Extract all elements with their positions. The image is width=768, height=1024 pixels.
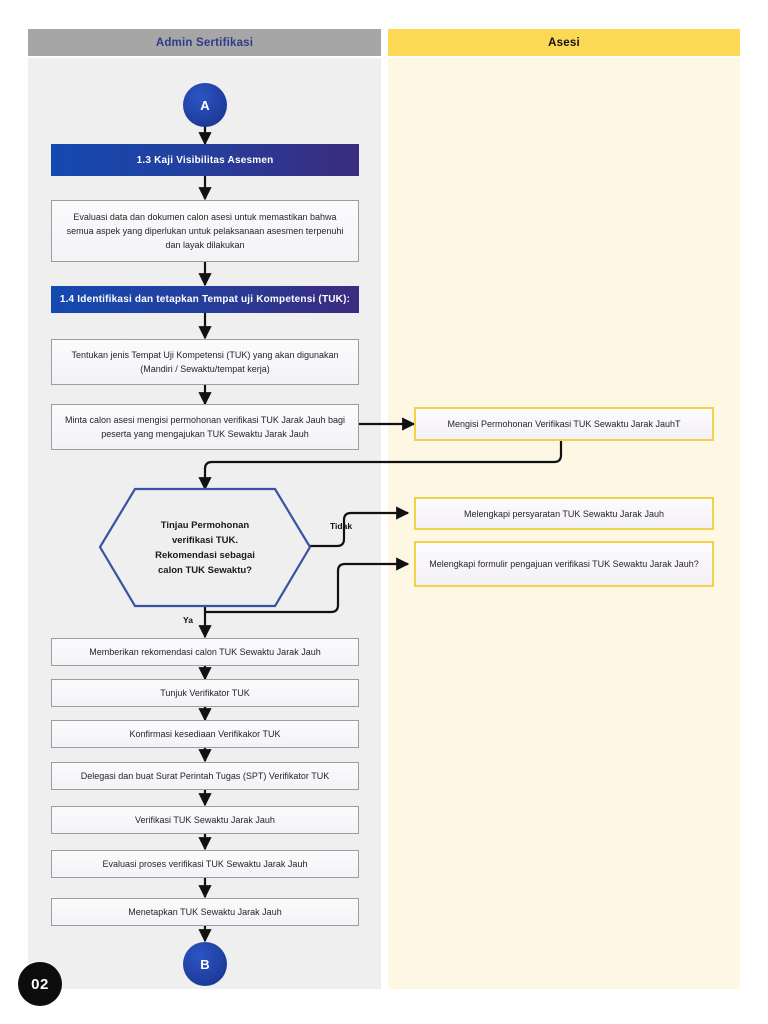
process-konfirmasi-kesediaan-verifikator[interactable]: Konfirmasi kesediaan Verifikakor TUK: [51, 720, 359, 748]
start-connector-a[interactable]: A: [183, 83, 227, 127]
process-asesi-melengkapi-formulir[interactable]: Melengkapi formulir pengajuan verifikasi…: [414, 541, 714, 587]
page-number-badge: 02: [18, 962, 62, 1006]
process-asesi-mengisi-permohonan-verifikasi[interactable]: Mengisi Permohonan Verifikasi TUK Sewakt…: [414, 407, 714, 441]
process-verifikasi-tuk-sewaktu[interactable]: Verifikasi TUK Sewaktu Jarak Jauh: [51, 806, 359, 834]
section-banner-1-3: 1.3 Kaji Visibilitas Asesmen: [51, 144, 359, 176]
process-tentukan-jenis-tuk[interactable]: Tentukan jenis Tempat Uji Kompetensi (TU…: [51, 339, 359, 385]
end-connector-b[interactable]: B: [183, 942, 227, 986]
lane-header-asesi: Asesi: [388, 29, 740, 56]
process-minta-calon-asesi-mengisi-permohonan[interactable]: Minta calon asesi mengisi permohonan ver…: [51, 404, 359, 450]
edge-label-ya: Ya: [183, 615, 193, 625]
lane-header-admin-sertifikasi: Admin Sertifikasi: [28, 29, 381, 56]
process-tunjuk-verifikator-tuk[interactable]: Tunjuk Verifikator TUK: [51, 679, 359, 707]
process-evaluasi-data-dokumen[interactable]: Evaluasi data dan dokumen calon asesi un…: [51, 200, 359, 262]
edge-label-tidak: Tidak: [330, 521, 353, 531]
process-menetapkan-tuk-sewaktu[interactable]: Menetapkan TUK Sewaktu Jarak Jauh: [51, 898, 359, 926]
process-delegasi-spt-verifikator[interactable]: Delegasi dan buat Surat Perintah Tugas (…: [51, 762, 359, 790]
process-evaluasi-proses-verifikasi[interactable]: Evaluasi proses verifikasi TUK Sewaktu J…: [51, 850, 359, 878]
process-asesi-melengkapi-persyaratan[interactable]: Melengkapi persyaratan TUK Sewaktu Jarak…: [414, 497, 714, 530]
process-memberikan-rekomendasi[interactable]: Memberikan rekomendasi calon TUK Sewaktu…: [51, 638, 359, 666]
section-banner-1-4: 1.4 Identifikasi dan tetapkan Tempat uji…: [51, 286, 359, 313]
